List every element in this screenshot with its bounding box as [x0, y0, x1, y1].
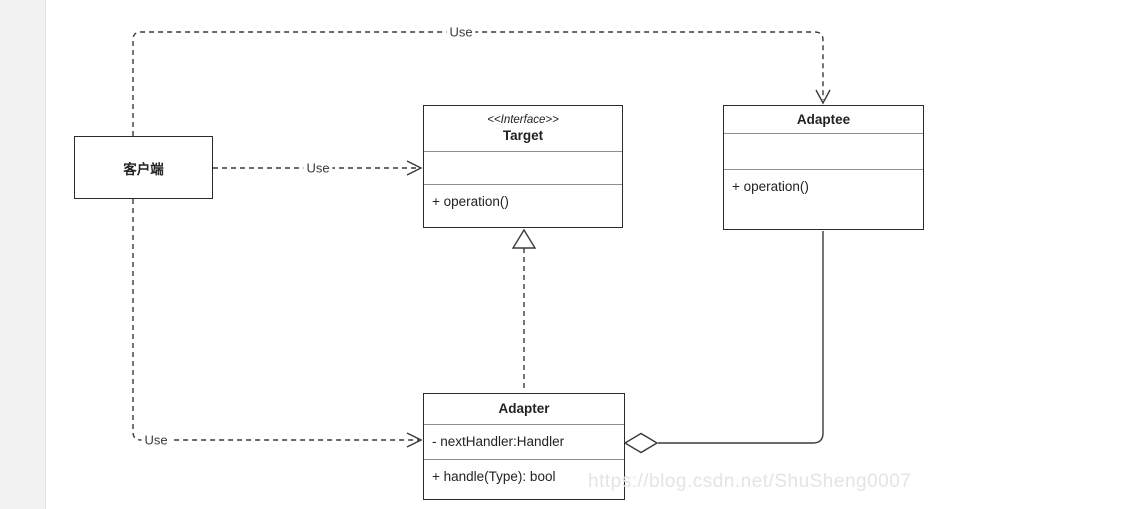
edge-label-use-middle: Use: [303, 160, 333, 176]
hollow-triangle-icon: [511, 228, 537, 249]
class-header: Adaptee: [724, 106, 923, 133]
class-box-target: <<Interface>> Target + operation(): [423, 105, 623, 228]
class-box-adapter: Adapter - nextHandler:Handler + handle(T…: [423, 393, 625, 500]
class-box-adaptee: Adaptee + operation(): [723, 105, 924, 230]
attribute-label: - nextHandler:Handler: [424, 424, 624, 459]
open-arrowhead-icon: [815, 89, 831, 105]
class-name: Target: [502, 127, 544, 143]
method-label: + operation(): [424, 184, 622, 226]
edge-client-adapter: [132, 199, 423, 448]
edge-label-use-bottom: Use: [141, 432, 171, 448]
watermark-text: https://blog.csdn.net/ShuSheng0007: [588, 471, 912, 492]
page-gutter: [0, 0, 46, 509]
class-name: Adapter: [498, 401, 550, 417]
class-box-client: 客户端: [74, 136, 213, 199]
hollow-diamond-icon: [623, 432, 659, 454]
edge-adapter-target-realization: [511, 228, 537, 392]
class-header: Adapter: [424, 394, 624, 424]
class-name: 客户端: [123, 161, 164, 177]
stereotype-label: <<Interface>>: [487, 113, 559, 126]
edge-adapter-adaptee-aggregation: [623, 231, 824, 454]
edge-client-adaptee: [132, 31, 831, 136]
attributes-section: [424, 151, 622, 184]
open-arrowhead-icon: [406, 160, 423, 176]
class-name: Adaptee: [796, 111, 851, 127]
edge-label-use-top: Use: [446, 24, 476, 40]
method-label: + operation(): [724, 169, 923, 228]
method-label: + handle(Type): bool: [424, 459, 624, 498]
attributes-section: [724, 133, 923, 169]
class-header: <<Interface>> Target: [424, 106, 622, 151]
open-arrowhead-icon: [406, 432, 423, 448]
